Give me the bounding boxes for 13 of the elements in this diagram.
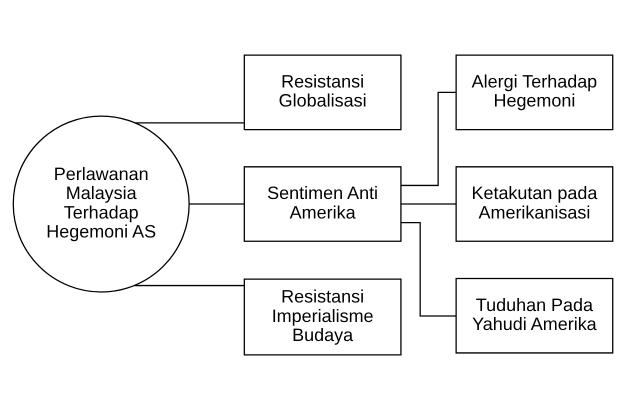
node-box: Alergi Terhadap Hegemoni (455, 54, 614, 130)
connector (402, 202, 456, 204)
connector (134, 284, 244, 286)
connector (401, 222, 456, 316)
node-box: Sentimen Anti Amerika (244, 166, 402, 242)
connector (189, 202, 244, 204)
node-box: Tuduhan Pada Yahudi Amerika (455, 277, 614, 354)
node-box: Resistansi Globalisasi (244, 54, 402, 130)
connector (400, 91, 456, 186)
node-box: Resistansi Imperialisme Budaya (244, 278, 402, 355)
node-circle: Perlawanan Malaysia Terhadap Hegemoni AS (12, 114, 190, 292)
connector (135, 122, 244, 123)
node-box: Ketakutan pada Amerikanisasi (455, 166, 614, 242)
